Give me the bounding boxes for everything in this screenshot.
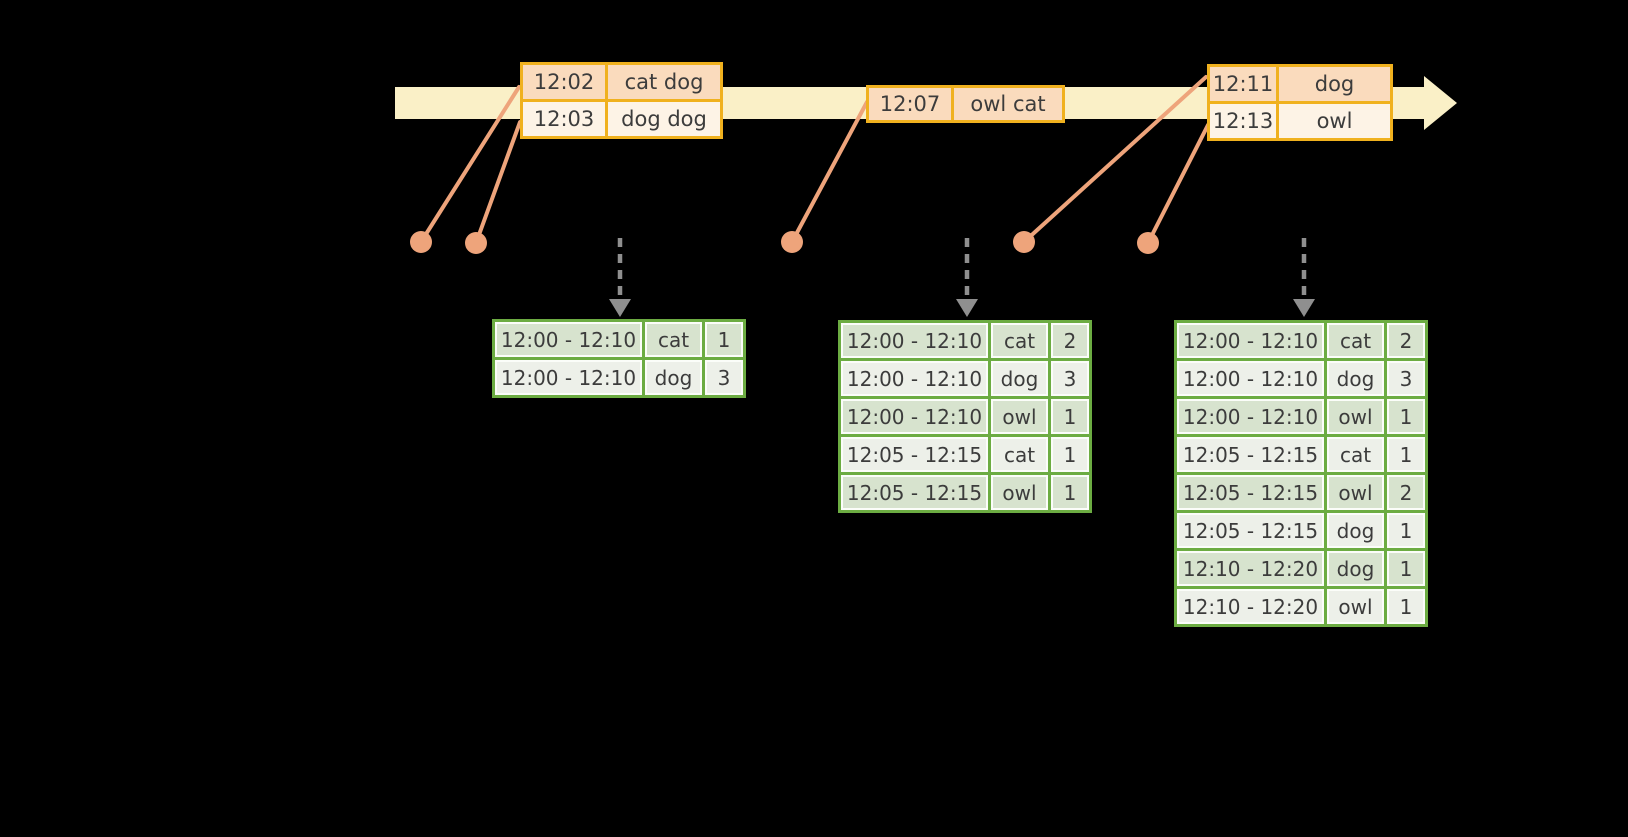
result-row: 12:00 - 12:10 cat 1 [495, 322, 743, 357]
event-row: 12:13 owl [1210, 104, 1390, 138]
word-cell: dog [991, 361, 1048, 396]
result-table-2: 12:00 - 12:10 cat 2 12:00 - 12:10 dog 3 … [838, 320, 1092, 513]
window-cell: 12:00 - 12:10 [1177, 399, 1324, 434]
event-words-cell: cat dog [608, 65, 720, 99]
count-cell: 1 [1051, 437, 1089, 472]
result-row: 12:00 - 12:10 dog 3 [1177, 361, 1425, 396]
count-cell: 3 [705, 360, 743, 395]
event-table-1: 12:02 cat dog 12:03 dog dog [520, 62, 723, 139]
result-row: 12:00 - 12:10 cat 2 [841, 323, 1089, 358]
event-words-cell: dog [1279, 67, 1390, 101]
trigger-arrow-icon [956, 238, 978, 317]
count-cell: 2 [1051, 323, 1089, 358]
word-cell: dog [645, 360, 702, 395]
window-cell: 12:00 - 12:10 [495, 322, 642, 357]
result-row: 12:00 - 12:10 dog 3 [841, 361, 1089, 396]
count-cell: 3 [1051, 361, 1089, 396]
event-table-3: 12:11 dog 12:13 owl [1207, 64, 1393, 141]
event-time-dot [465, 232, 487, 254]
window-cell: 12:00 - 12:10 [841, 361, 988, 396]
result-table-3: 12:00 - 12:10 cat 2 12:00 - 12:10 dog 3 … [1174, 320, 1428, 627]
event-connector-line [1146, 123, 1210, 245]
window-cell: 12:10 - 12:20 [1177, 551, 1324, 586]
result-row: 12:05 - 12:15 cat 1 [1177, 437, 1425, 472]
window-cell: 12:00 - 12:10 [841, 399, 988, 434]
result-row: 12:00 - 12:10 owl 1 [841, 399, 1089, 434]
word-cell: cat [645, 322, 702, 357]
event-connector-line [474, 120, 522, 245]
event-words-cell: dog dog [608, 102, 720, 136]
result-row: 12:05 - 12:15 dog 1 [1177, 513, 1425, 548]
trigger-arrow-icon [609, 238, 631, 317]
window-cell: 12:00 - 12:10 [1177, 361, 1324, 396]
word-cell: owl [991, 475, 1048, 510]
word-cell: dog [1327, 551, 1384, 586]
count-cell: 1 [1387, 551, 1425, 586]
count-cell: 1 [1387, 437, 1425, 472]
count-cell: 1 [1387, 513, 1425, 548]
count-cell: 2 [1387, 323, 1425, 358]
count-cell: 1 [1387, 399, 1425, 434]
window-cell: 12:05 - 12:15 [1177, 513, 1324, 548]
word-cell: dog [1327, 513, 1384, 548]
trigger-arrow-icon [1293, 238, 1315, 317]
window-cell: 12:00 - 12:10 [495, 360, 642, 395]
event-time-dot [1013, 231, 1035, 253]
window-cell: 12:05 - 12:15 [841, 475, 988, 510]
count-cell: 3 [1387, 361, 1425, 396]
timeline-arrowhead-icon [1424, 76, 1457, 130]
result-row: 12:05 - 12:15 owl 2 [1177, 475, 1425, 510]
event-time-cell: 12:02 [523, 65, 605, 99]
event-row: 12:07 owl cat [869, 88, 1062, 120]
count-cell: 1 [1051, 399, 1089, 434]
result-row: 12:00 - 12:10 cat 2 [1177, 323, 1425, 358]
window-cell: 12:05 - 12:15 [1177, 475, 1324, 510]
event-table-2: 12:07 owl cat [866, 85, 1065, 123]
result-row: 12:10 - 12:20 owl 1 [1177, 589, 1425, 624]
event-time-cell: 12:07 [869, 88, 951, 120]
event-time-dot [1137, 232, 1159, 254]
count-cell: 1 [1051, 475, 1089, 510]
count-cell: 1 [705, 322, 743, 357]
result-table-1: 12:00 - 12:10 cat 1 12:00 - 12:10 dog 3 [492, 319, 746, 398]
event-time-cell: 12:11 [1210, 67, 1276, 101]
word-cell: cat [991, 323, 1048, 358]
window-cell: 12:00 - 12:10 [841, 323, 988, 358]
window-cell: 12:00 - 12:10 [1177, 323, 1324, 358]
window-cell: 12:05 - 12:15 [1177, 437, 1324, 472]
event-row: 12:11 dog [1210, 67, 1390, 101]
event-time-cell: 12:03 [523, 102, 605, 136]
word-cell: owl [1327, 589, 1384, 624]
event-row: 12:03 dog dog [523, 102, 720, 136]
word-cell: cat [991, 437, 1048, 472]
result-row: 12:05 - 12:15 owl 1 [841, 475, 1089, 510]
event-time-cell: 12:13 [1210, 104, 1276, 138]
word-cell: owl [1327, 475, 1384, 510]
event-time-dot [410, 231, 432, 253]
event-words-cell: owl [1279, 104, 1390, 138]
result-row: 12:10 - 12:20 dog 1 [1177, 551, 1425, 586]
word-cell: owl [991, 399, 1048, 434]
word-cell: cat [1327, 323, 1384, 358]
event-time-dot [781, 231, 803, 253]
result-row: 12:00 - 12:10 owl 1 [1177, 399, 1425, 434]
result-row: 12:00 - 12:10 dog 3 [495, 360, 743, 395]
result-row: 12:05 - 12:15 cat 1 [841, 437, 1089, 472]
window-cell: 12:05 - 12:15 [841, 437, 988, 472]
event-connector-line [790, 100, 869, 244]
event-words-cell: owl cat [954, 88, 1062, 120]
window-cell: 12:10 - 12:20 [1177, 589, 1324, 624]
word-cell: cat [1327, 437, 1384, 472]
event-row: 12:02 cat dog [523, 65, 720, 99]
count-cell: 1 [1387, 589, 1425, 624]
count-cell: 2 [1387, 475, 1425, 510]
word-cell: owl [1327, 399, 1384, 434]
word-cell: dog [1327, 361, 1384, 396]
